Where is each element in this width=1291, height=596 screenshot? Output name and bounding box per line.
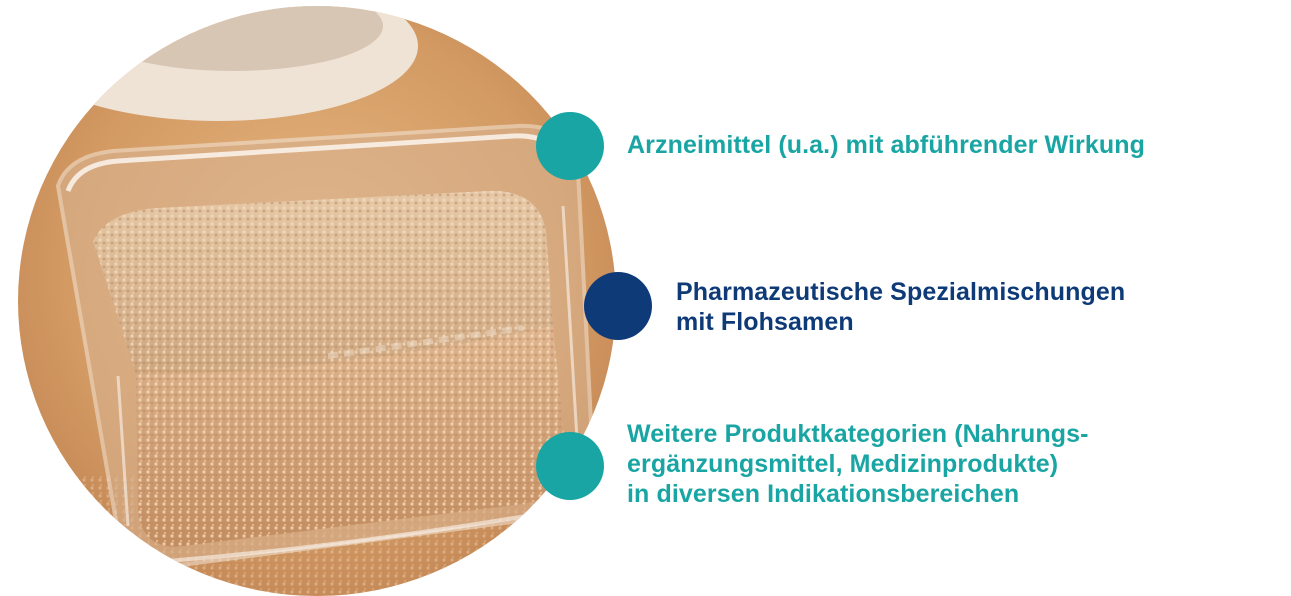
item-spezialmischungen: Pharmazeutische Spezialmischungen mit Fl…: [676, 277, 1125, 337]
item-weitere-produktkategorien: Weitere Produktkategorien (Nahrungs- erg…: [627, 419, 1089, 509]
teal-dot-icon: [536, 432, 604, 500]
item-label-line: Arzneimittel (u.a.) mit abführender Wirk…: [627, 131, 1145, 159]
item-label-line: Weitere Produktkategorien (Nahrungs-: [627, 420, 1089, 448]
item-label-line: ergänzungsmittel, Medizinprodukte): [627, 450, 1059, 478]
teal-dot-icon: [536, 112, 604, 180]
navy-dot-icon: [584, 272, 652, 340]
item-label-line: mit Flohsamen: [676, 308, 854, 336]
item-label-line: in diversen Indikationsbereichen: [627, 480, 1020, 508]
item-label-line: Pharmazeutische Spezialmischungen: [676, 278, 1126, 306]
psyllium-bowl-photo: [18, 6, 616, 596]
item-arzneimittel: Arzneimittel (u.a.) mit abführender Wirk…: [627, 130, 1145, 160]
